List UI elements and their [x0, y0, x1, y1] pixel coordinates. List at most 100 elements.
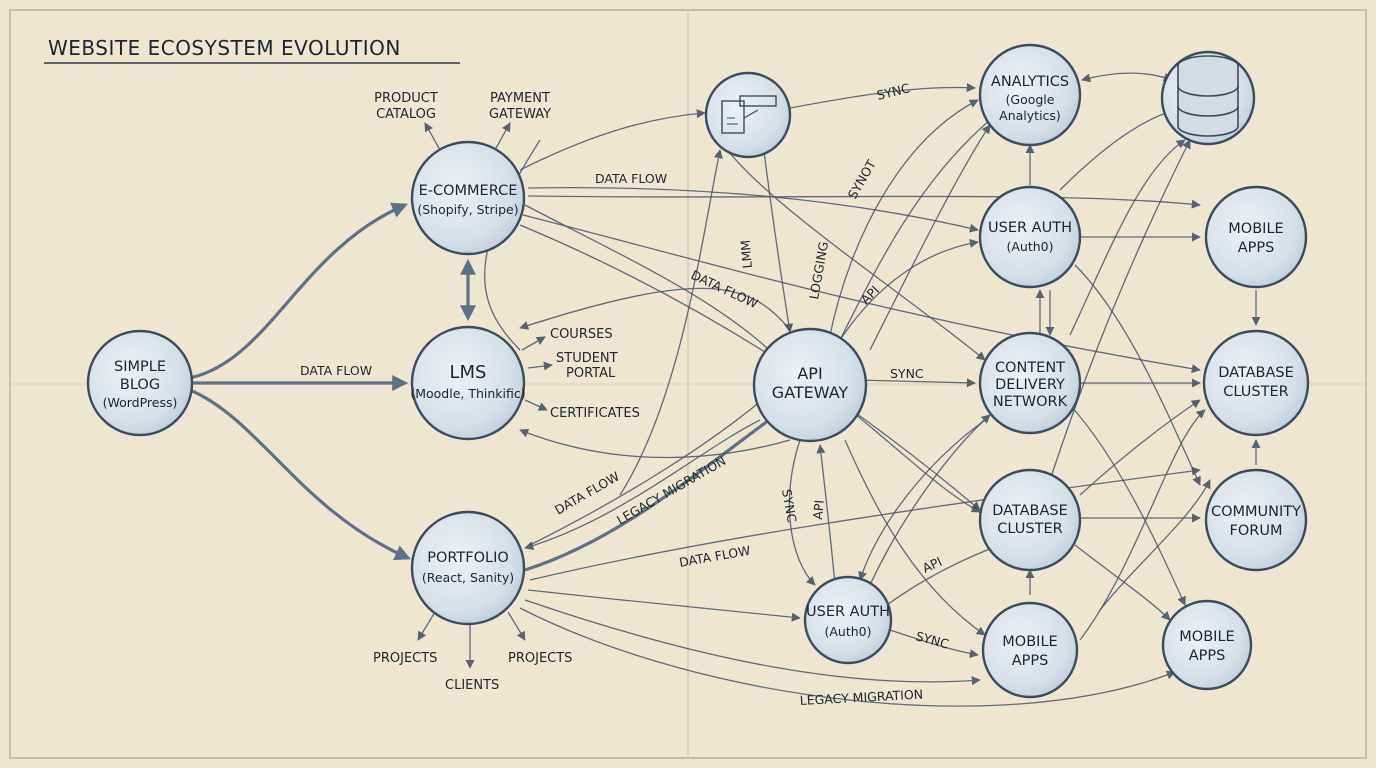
- leaf-arrow-projects-left: [417, 611, 436, 641]
- node-analytics-line2: (Google: [1006, 92, 1055, 107]
- leaf-arrow-courses: [521, 336, 546, 351]
- node-mobile-apps-bottom-circle: [981, 601, 1079, 699]
- node-community-forum-circle: [1204, 468, 1308, 572]
- edge-dbc1-database: [1049, 139, 1191, 481]
- node-database-cluster-right-circle: [1202, 329, 1310, 437]
- node-api-gateway-circle: [752, 327, 868, 443]
- node-ecommerce[interactable]: E-COMMERCE (Shopify, Stripe): [410, 140, 526, 256]
- node-database-cluster-center-line2: CLUSTER: [997, 521, 1062, 537]
- edge-label-ecommerce-data-flow: DATA FLOW: [595, 171, 667, 186]
- edge-analytics-api: [839, 119, 991, 341]
- edge-analytics-database: [1081, 72, 1173, 83]
- node-simple-blog[interactable]: SIMPLE BLOG (WordPress): [86, 329, 194, 437]
- node-simple-blog-line3: (WordPress): [103, 395, 178, 410]
- edge-ecommerce-dbc: [522, 214, 1201, 374]
- leaf-arrow-product-catalog: [424, 122, 441, 151]
- database-icon: [1177, 55, 1239, 137]
- node-community-forum[interactable]: COMMUNITY FORUM: [1204, 468, 1308, 572]
- node-cdn-line3: NETWORK: [993, 394, 1068, 410]
- node-analytics-circle: [978, 43, 1082, 147]
- node-mobile-apps-bottom[interactable]: MOBILE APPS: [981, 601, 1079, 699]
- edge-api-mobile2: [844, 439, 986, 636]
- node-mobile-apps-right[interactable]: MOBILE APPS: [1161, 599, 1253, 691]
- edge-dbc1-dbc2: [1079, 399, 1201, 496]
- edge-cdn-database: [1069, 139, 1186, 336]
- node-lms[interactable]: LMS (Moodle, Thinkific): [410, 325, 526, 441]
- node-mobile-apps-top-circle: [1204, 185, 1308, 289]
- edge-api-auth2: [788, 439, 816, 586]
- node-mobile-apps-top-line2: APPS: [1238, 240, 1275, 256]
- edge-api-portfolio: [524, 419, 761, 551]
- edge-api-auth1: [839, 238, 979, 341]
- node-ecommerce-line1: E-COMMERCE: [419, 183, 518, 199]
- leaf-certificates: CERTIFICATES: [550, 406, 640, 421]
- node-monitor[interactable]: [704, 71, 792, 159]
- node-cdn-circle: [978, 331, 1082, 435]
- leaf-arrow-projects-right: [507, 611, 526, 641]
- edge-portfolio-mobile3: [519, 607, 1176, 707]
- leaf-student-portal-line2: PORTAL: [566, 366, 616, 381]
- node-cdn-line1: CONTENT: [995, 360, 1065, 376]
- node-mobile-apps-bottom-line2: APPS: [1012, 653, 1049, 669]
- node-simple-blog-line1: SIMPLE: [114, 359, 166, 375]
- node-mobile-apps-right-line2: APPS: [1189, 648, 1226, 664]
- edge-label-sync-low: SYNC: [914, 628, 951, 651]
- node-cdn[interactable]: CONTENT DELIVERY NETWORK: [978, 331, 1082, 435]
- edge-label-api-low: API: [920, 554, 944, 576]
- edge-blog-ecommerce: [189, 202, 408, 380]
- node-lms-line1: LMS: [450, 362, 487, 383]
- edge-label-api-down: API: [810, 499, 827, 520]
- edge-label-blog-lms: DATA FLOW: [300, 363, 372, 378]
- node-user-auth-top-circle: [978, 185, 1082, 289]
- node-database-cluster-right[interactable]: DATABASE CLUSTER: [1202, 329, 1310, 437]
- node-user-auth-top[interactable]: USER AUTH (Auth0): [978, 185, 1082, 289]
- diagram-title: WEBSITE ECOSYSTEM EVOLUTION: [48, 36, 401, 60]
- node-api-gateway[interactable]: API GATEWAY: [752, 327, 868, 443]
- edge-mobile3-forum: [1099, 479, 1211, 611]
- leaf-labels: PRODUCT CATALOG PAYMENT GATEWAY COURSES …: [373, 91, 640, 693]
- node-simple-blog-line2: BLOG: [120, 377, 160, 393]
- edge-label-sync-top: SYNC: [875, 80, 912, 103]
- leaf-payment-gateway-line1: PAYMENT: [490, 91, 550, 106]
- leaf-product-catalog-line2: CATALOG: [376, 107, 436, 122]
- node-mobile-apps-right-line1: MOBILE: [1179, 629, 1234, 645]
- node-api-gateway-line1: API: [797, 364, 822, 383]
- node-database[interactable]: [1160, 50, 1256, 146]
- edge-auth2-api: [816, 444, 836, 586]
- node-community-forum-line2: FORUM: [1230, 523, 1283, 539]
- node-user-auth-bottom[interactable]: USER AUTH (Auth0): [803, 575, 893, 665]
- leaf-projects-left: PROJECTS: [373, 651, 437, 666]
- node-database-cluster-center-line1: DATABASE: [992, 503, 1068, 519]
- monitor-icon: [721, 95, 777, 134]
- node-community-forum-line1: COMMUNITY: [1211, 504, 1301, 520]
- node-mobile-apps-top-line1: MOBILE: [1228, 221, 1283, 237]
- node-user-auth-bottom-circle: [803, 575, 893, 665]
- node-portfolio-circle: [410, 510, 526, 626]
- edge-ecommerce-mobile: [527, 195, 1201, 209]
- thick-edges: [189, 202, 783, 572]
- edge-portfolio-api-legacy: [524, 410, 783, 572]
- node-user-auth-top-line1: USER AUTH: [988, 220, 1072, 236]
- edge-auth2-dbc1: [879, 543, 1001, 611]
- node-database-cluster-right-line2: CLUSTER: [1223, 384, 1288, 400]
- node-database-cluster-center-circle: [978, 468, 1082, 572]
- edge-label-api-up: API: [858, 283, 883, 308]
- leaf-product-catalog-line1: PRODUCT: [374, 91, 438, 106]
- edge-monitor-analytics: [789, 83, 976, 109]
- edge-label-sync-down: SYNC: [779, 488, 800, 524]
- leaf-arrow-student-portal: [527, 361, 553, 371]
- node-portfolio[interactable]: PORTFOLIO (React, Sanity): [410, 510, 526, 626]
- node-user-auth-bottom-line1: USER AUTH: [806, 604, 890, 620]
- node-cdn-line2: DELIVERY: [995, 377, 1065, 393]
- node-analytics-line3: Analytics): [999, 108, 1061, 123]
- node-mobile-apps-right-circle: [1161, 599, 1253, 691]
- edge-ecommerce-auth: [527, 186, 979, 233]
- node-database-cluster-center[interactable]: DATABASE CLUSTER: [978, 468, 1082, 572]
- node-analytics[interactable]: ANALYTICS (Google Analytics): [978, 43, 1082, 147]
- node-portfolio-line1: PORTFOLIO: [427, 550, 509, 566]
- node-simple-blog-circle: [86, 329, 194, 437]
- edge-api-analytics: [829, 99, 979, 336]
- node-mobile-apps-top[interactable]: MOBILE APPS: [1204, 185, 1308, 289]
